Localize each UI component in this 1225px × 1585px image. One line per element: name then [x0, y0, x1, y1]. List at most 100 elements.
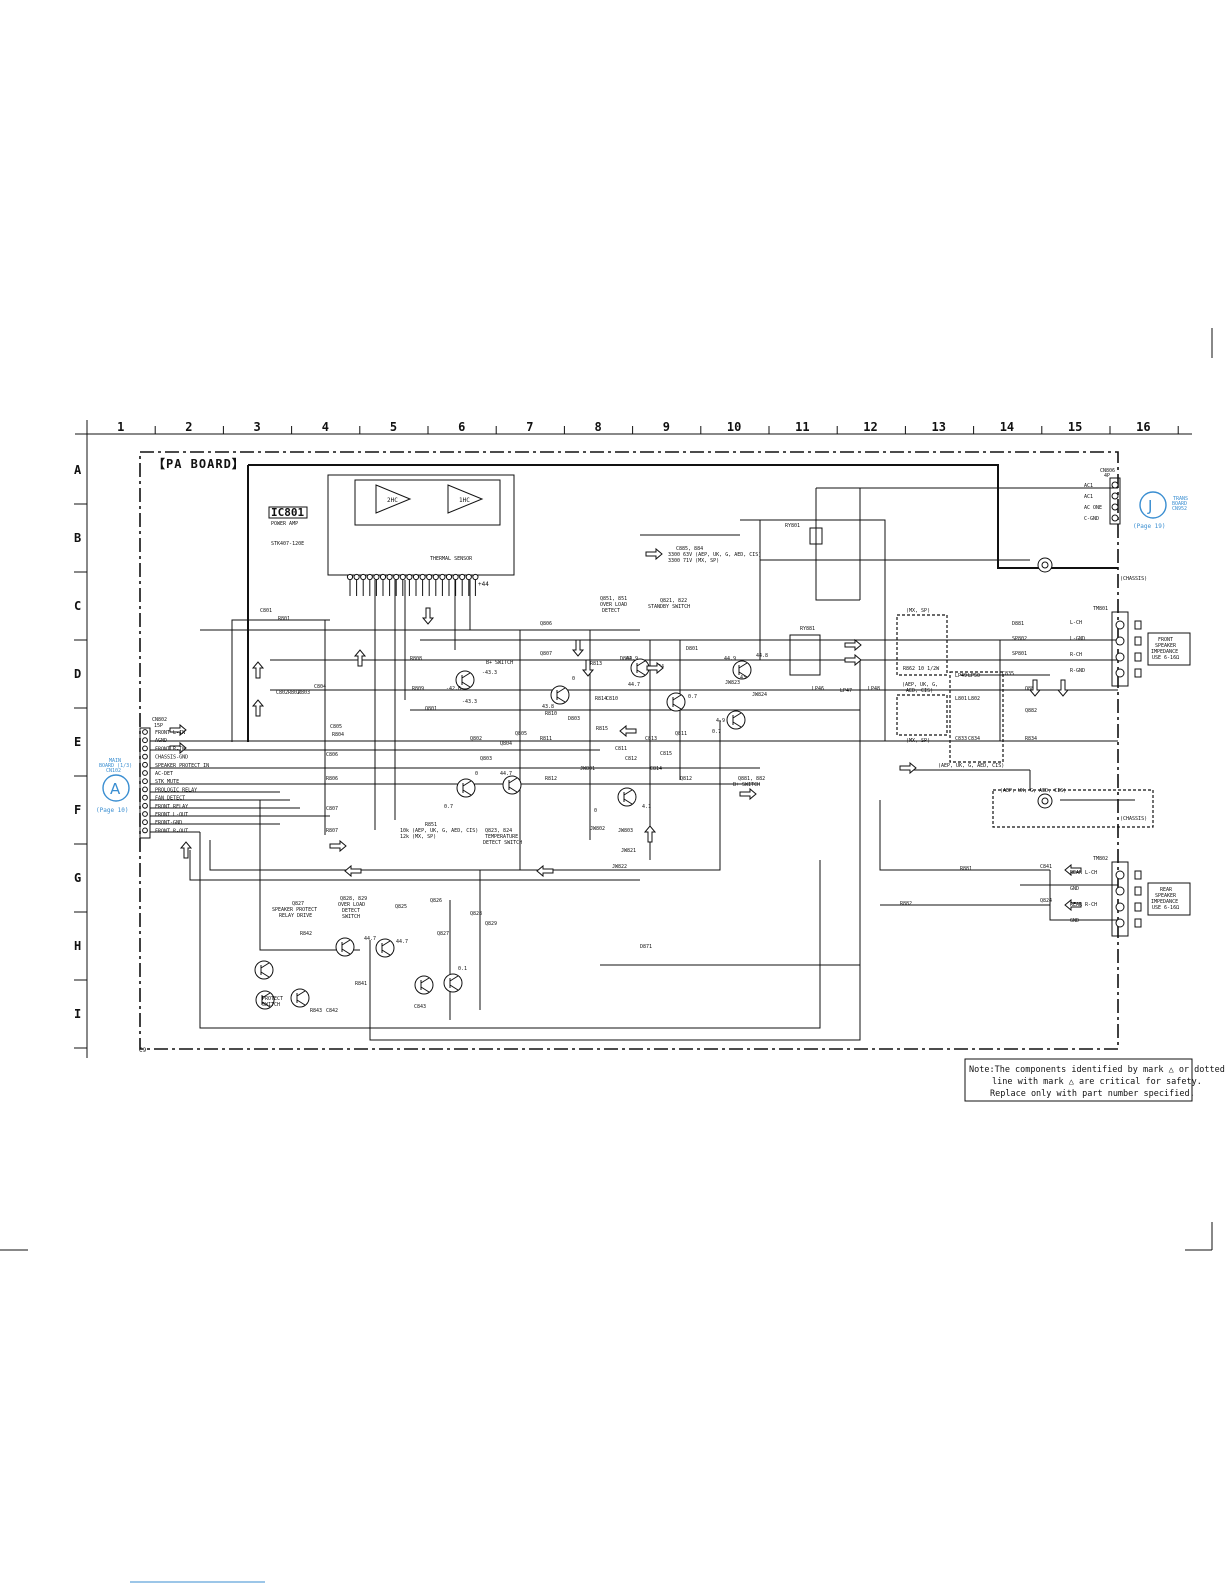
front-speaker-pin-2: L-GND	[1070, 636, 1085, 642]
part-q827: Q827	[437, 931, 449, 937]
part-q829: Q829	[485, 921, 497, 927]
row-label-B: B	[74, 531, 81, 545]
transistor-6	[502, 775, 522, 795]
voltage-10: 44.9	[724, 656, 736, 662]
part-r813: R813	[590, 661, 602, 667]
label-b-switch: B+ SWITCH	[486, 660, 513, 666]
ic-pin-11	[412, 573, 420, 581]
column-label-7: 7	[526, 420, 533, 434]
voltage-21: 44.7	[364, 936, 376, 942]
right-connector-pin-4: C-GND	[1084, 516, 1099, 522]
left-connector-pin-2: AGND	[155, 738, 167, 744]
transistor-4	[666, 692, 686, 712]
part-r815: R815	[596, 726, 608, 732]
ic-pin-6	[379, 573, 387, 581]
transistor-7	[617, 787, 637, 807]
column-label-8: 8	[595, 420, 602, 434]
part-r808: R808	[410, 656, 422, 662]
part-c812: C812	[625, 756, 637, 762]
column-label-10: 10	[727, 420, 741, 434]
part-q807: Q807	[540, 651, 552, 657]
part-d801: D801	[686, 646, 698, 652]
rear-speaker-pin-4: GND	[1070, 918, 1079, 924]
part-c835: C835	[1002, 671, 1014, 677]
voltage-11: 44.8	[756, 653, 768, 659]
column-label-14: 14	[1000, 420, 1014, 434]
safety-note: Note:The components identified by mark △…	[964, 1058, 1225, 1102]
part-r806: R806	[326, 776, 338, 782]
voltage-18: 44.7	[500, 771, 512, 777]
ic-pin-14	[432, 573, 439, 581]
board-title: 【PA BOARD】	[153, 456, 245, 471]
part-q806: Q806	[540, 621, 552, 627]
part-c801: C801	[260, 608, 272, 614]
ic-pin-8	[393, 573, 400, 581]
ic-thermal: THERMAL SENSOR	[430, 556, 473, 562]
left-connector-count: 15P	[154, 723, 163, 729]
ic-vcc: +44	[478, 581, 489, 588]
rear-speaker-ref: TM802	[1093, 856, 1108, 862]
row-label-C: C	[74, 599, 81, 613]
voltage-19: 0	[475, 771, 478, 777]
left-connector-letter: A	[110, 780, 121, 798]
part-d881: D881	[1012, 621, 1024, 627]
voltage-15: 0	[594, 808, 597, 814]
part-q801: Q801	[425, 706, 437, 712]
part-r802: R802	[288, 690, 300, 696]
part-jw801: JW801	[580, 766, 595, 772]
part-lp46: LP46	[812, 686, 824, 692]
left-connector-page: (Page 10)	[96, 807, 129, 814]
part-c842: C842	[326, 1008, 338, 1014]
right-connector-page: (Page 19)	[1133, 523, 1166, 530]
ic-pin-7	[386, 573, 393, 581]
transistor-13	[443, 973, 463, 993]
left-connector-pin-13: FRONT R-OUT	[155, 828, 188, 834]
relay-ry801: RY801	[785, 523, 800, 529]
part-sp801: SP801	[1012, 651, 1027, 657]
part-d871: D871	[640, 944, 652, 950]
transistor-9	[726, 710, 746, 730]
column-label-2: 2	[185, 420, 192, 434]
ic-name: IC801	[271, 506, 304, 519]
transistors	[254, 658, 752, 1010]
part-q882: Q882	[1025, 708, 1037, 714]
ic-pin-4	[366, 573, 373, 581]
chassis-label-1: (CHASSIS)	[1120, 576, 1147, 582]
column-label-6: 6	[458, 420, 465, 434]
part-c802: C802	[276, 690, 288, 696]
left-connector-pin-11: FRONT L-OUT	[155, 812, 188, 818]
row-label-H: H	[74, 939, 81, 953]
part-jw824: JW824	[752, 692, 767, 698]
transistor-1	[455, 670, 475, 690]
part-r812: R812	[545, 776, 557, 782]
left-connector-pin-6: AC-DET	[155, 771, 173, 777]
label-variant-aep: (AEP, UK, G,	[902, 682, 938, 688]
voltage-5: 0	[572, 676, 575, 682]
part-r810: R810	[545, 711, 557, 717]
part-q881: Q881	[1025, 686, 1037, 692]
ic-pin-1	[346, 573, 354, 581]
ic-amp-left: 2HC	[387, 497, 398, 504]
part-r842: R842	[300, 931, 312, 937]
part-q805: Q805	[515, 731, 527, 737]
voltage-22: 0.1	[458, 966, 467, 972]
part-c810: C810	[606, 696, 618, 702]
label-variant-mx2: (MX, SP)	[906, 738, 930, 744]
label-variant-aep-2: AED, CIS)	[906, 688, 933, 694]
left-connector-pin-10: FRONT RELAY	[155, 804, 188, 810]
part-q802: Q802	[470, 736, 482, 742]
voltage-4: 43.8	[542, 704, 554, 710]
part-jw802: JW802	[590, 826, 605, 832]
wiring	[150, 464, 1135, 1041]
front-speaker-pin-3: R-CH	[1070, 652, 1082, 658]
voltage-20: 44.7	[396, 939, 408, 945]
voltage-14: 4.9	[716, 718, 725, 724]
